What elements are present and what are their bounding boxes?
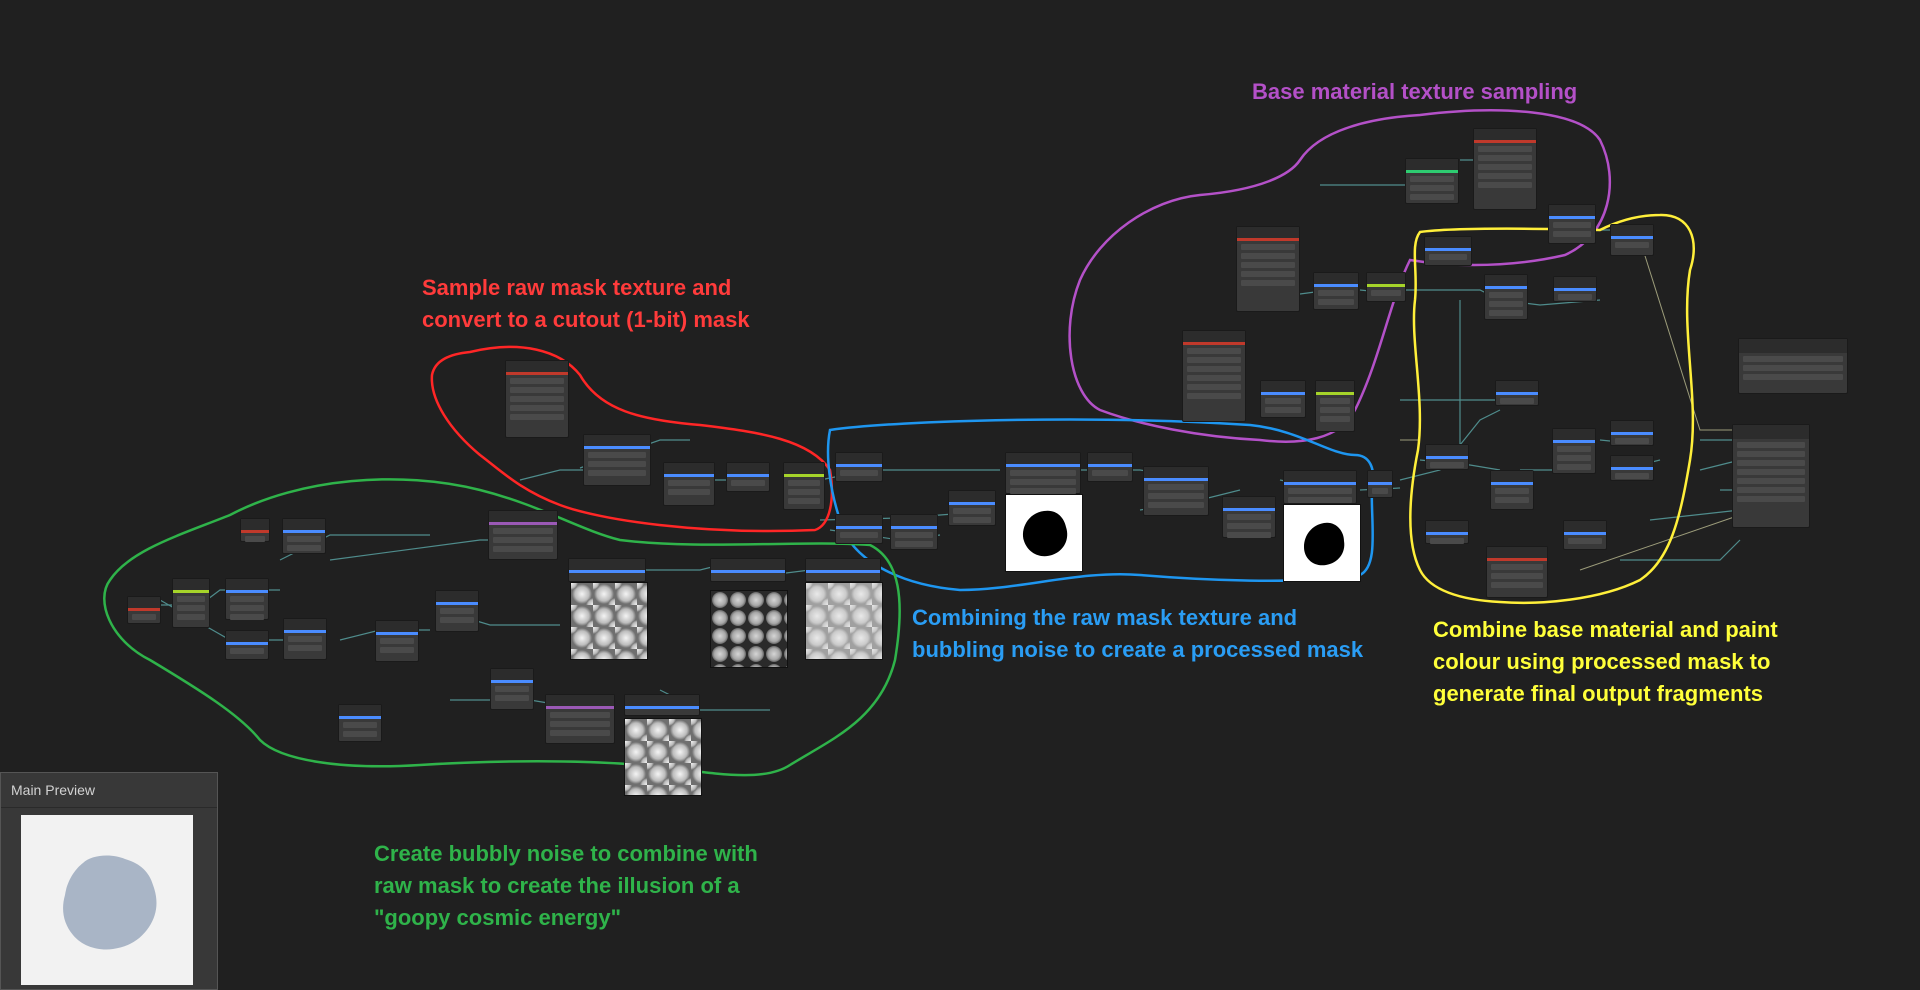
- sample-texture-node-3[interactable]: [1236, 226, 1300, 312]
- voronoi-node[interactable]: [488, 510, 558, 560]
- one-minus-node-7[interactable]: [1425, 520, 1469, 544]
- saturate-node-3[interactable]: [1367, 470, 1393, 498]
- preview-node-4[interactable]: [1425, 444, 1469, 470]
- multiply-node-7[interactable]: [1548, 204, 1596, 244]
- add-node[interactable]: [225, 578, 269, 620]
- one-minus-node-4[interactable]: [805, 558, 881, 582]
- fraction-node[interactable]: [225, 630, 269, 660]
- add-node-2[interactable]: [283, 618, 327, 660]
- one-minus-node-5[interactable]: [835, 452, 883, 482]
- multiply-node-12[interactable]: [1563, 520, 1607, 550]
- sample-texture-node[interactable]: [505, 360, 569, 438]
- one-minus-node-3[interactable]: [624, 694, 700, 716]
- multiply-node-2[interactable]: [375, 620, 419, 662]
- time-node[interactable]: [240, 518, 270, 542]
- multiply-node-3[interactable]: [338, 704, 382, 742]
- step-preview: [1283, 504, 1361, 582]
- preview-shape: [63, 855, 157, 950]
- red-annotation: Sample raw mask texture and convert to a…: [422, 275, 750, 332]
- preview-node-2[interactable]: [1495, 380, 1539, 406]
- preview-node-5[interactable]: [1610, 455, 1654, 481]
- sample-texture-node-4[interactable]: [1182, 330, 1246, 422]
- preview-node-3[interactable]: [1610, 420, 1654, 446]
- multiply-node-9[interactable]: [1260, 380, 1306, 418]
- blue-annotation: Combining the raw mask texture and bubbl…: [912, 605, 1364, 662]
- saturate-node[interactable]: [583, 434, 651, 486]
- preview-node[interactable]: [1553, 276, 1597, 302]
- split-node[interactable]: [783, 462, 825, 510]
- split-node-4[interactable]: [1315, 380, 1355, 432]
- voronoi-node-2[interactable]: [545, 694, 615, 744]
- lerp-node-2[interactable]: [1484, 274, 1528, 320]
- multiply-node-8[interactable]: [1313, 272, 1359, 310]
- yellow-annotation: Combine base material and paint colour u…: [1433, 617, 1778, 706]
- multiply-node-4[interactable]: [490, 668, 534, 710]
- divide-node[interactable]: [435, 590, 479, 632]
- green-annotation: Create bubbly noise to combine with raw …: [374, 841, 758, 930]
- multiply-node[interactable]: [282, 518, 326, 554]
- green-group-outline: [103, 478, 901, 777]
- multiply-node-11[interactable]: [1490, 470, 1534, 510]
- main-preview-viewport[interactable]: [21, 815, 193, 985]
- remap-node[interactable]: [1143, 466, 1209, 516]
- node-connections-light: [1400, 239, 1741, 571]
- one-minus-node-2[interactable]: [568, 558, 646, 582]
- lerp-node[interactable]: [1222, 496, 1276, 538]
- split-node-3[interactable]: [1366, 272, 1406, 302]
- saturate-node-2[interactable]: [1087, 452, 1133, 482]
- smoothstep-node[interactable]: [1005, 452, 1081, 494]
- tiling-offset-node[interactable]: [1405, 158, 1459, 204]
- purple-annotation: Base material texture sampling: [1252, 79, 1578, 104]
- multiply-node-6[interactable]: [890, 514, 938, 550]
- one-minus-preview: [805, 582, 883, 660]
- step-node-2[interactable]: [1283, 470, 1357, 504]
- multiply-node-10[interactable]: [1610, 224, 1654, 256]
- smoothstep-preview: [1005, 494, 1083, 572]
- one-minus-node[interactable]: [726, 462, 770, 492]
- split-node-2[interactable]: [172, 578, 210, 628]
- fragment-master-node[interactable]: [1732, 424, 1810, 528]
- step-node[interactable]: [663, 462, 715, 506]
- multiply-node-5[interactable]: [710, 558, 786, 582]
- yellow-group-outline: [1409, 213, 1695, 605]
- multiply-preview: [710, 590, 788, 668]
- main-preview-title: Main Preview: [1, 773, 217, 808]
- object-node[interactable]: [127, 596, 161, 624]
- sample-texture-node-5[interactable]: [1486, 546, 1548, 598]
- add-node-3[interactable]: [948, 490, 996, 526]
- red-group-outline: [430, 345, 834, 533]
- voronoi-preview-1: [570, 582, 648, 660]
- ceiling-node[interactable]: [835, 514, 883, 544]
- voronoi-preview-2: [624, 718, 702, 796]
- vertex-master-node[interactable]: [1738, 338, 1848, 394]
- purple-group-outline: [1068, 109, 1612, 443]
- main-preview-panel[interactable]: Main Preview: [0, 772, 218, 990]
- one-minus-node-6[interactable]: [1424, 236, 1472, 266]
- sample-texture-node-2[interactable]: [1473, 128, 1537, 210]
- lerp-node-3[interactable]: [1552, 428, 1596, 474]
